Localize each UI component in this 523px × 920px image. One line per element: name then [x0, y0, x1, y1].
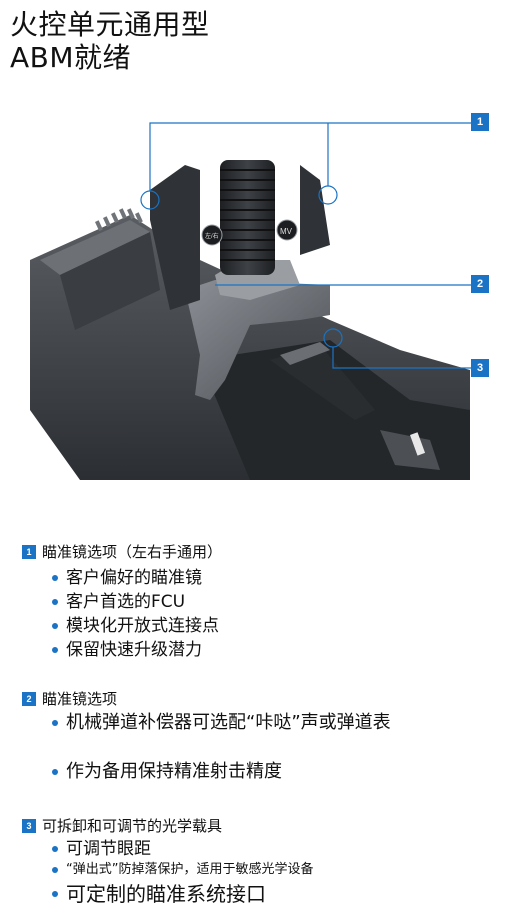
list-item: 保留快速升级潜力: [52, 638, 219, 662]
mv-mark: MV: [280, 227, 293, 236]
section-2-list-cont: 作为备用保持精准射击精度: [52, 760, 282, 784]
list-item: 可定制的瞄准系统接口: [52, 880, 313, 908]
section-3-title: 可拆卸和可调节的光学载具: [42, 817, 223, 835]
page-title: 火控单元通用型 ABM就绪: [10, 8, 210, 74]
section-2-heading: 2 瞄准镜选项: [22, 688, 117, 709]
left-right-mark: 左/右: [205, 232, 219, 240]
list-item: “弹出式”防掉落保护，适用于敏感光学设备: [52, 860, 313, 880]
title-line-2: ABM就绪: [10, 41, 132, 74]
section-1-title: 瞄准镜选项（左右手通用）: [42, 543, 223, 561]
callout-leaders: [140, 122, 474, 369]
sight-frame: 左/右 MV: [150, 160, 375, 420]
list-item: 可调节眼距: [52, 838, 313, 860]
callout-badge-1: 1: [471, 113, 489, 131]
list-item: 作为备用保持精准射击精度: [52, 760, 282, 784]
callout-1-leader-left: [149, 122, 474, 191]
section-3-heading: 3 可拆卸和可调节的光学载具: [22, 815, 222, 836]
callout-3-leader: [332, 347, 474, 369]
list-item: 机械弹道补偿器可选配“咔哒”声或弹道表: [52, 711, 391, 735]
section-1-list: 客户偏好的瞄准镜 客户首选的FCU 模块化开放式连接点 保留快速升级潜力: [52, 566, 219, 662]
section-2-list: 机械弹道补偿器可选配“咔哒”声或弹道表: [52, 711, 391, 735]
title-line-1: 火控单元通用型: [10, 8, 210, 41]
fire-control-unit-illustration: 左/右 MV: [30, 122, 474, 480]
list-item: 客户偏好的瞄准镜: [52, 566, 219, 590]
list-item: 客户首选的FCU: [52, 590, 219, 614]
section-2-badge: 2: [22, 691, 36, 706]
callout-badge-3: 3: [471, 359, 489, 377]
callout-badge-2: 2: [471, 275, 489, 293]
list-item: 模块化开放式连接点: [52, 614, 219, 638]
section-2-title: 瞄准镜选项: [42, 690, 118, 708]
section-3-list: 可调节眼距 “弹出式”防掉落保护，适用于敏感光学设备 可定制的瞄准系统接口: [52, 838, 313, 908]
section-1-badge: 1: [22, 544, 36, 559]
section-3-badge: 3: [22, 818, 36, 833]
section-1-heading: 1 瞄准镜选项（左右手通用）: [22, 541, 222, 562]
